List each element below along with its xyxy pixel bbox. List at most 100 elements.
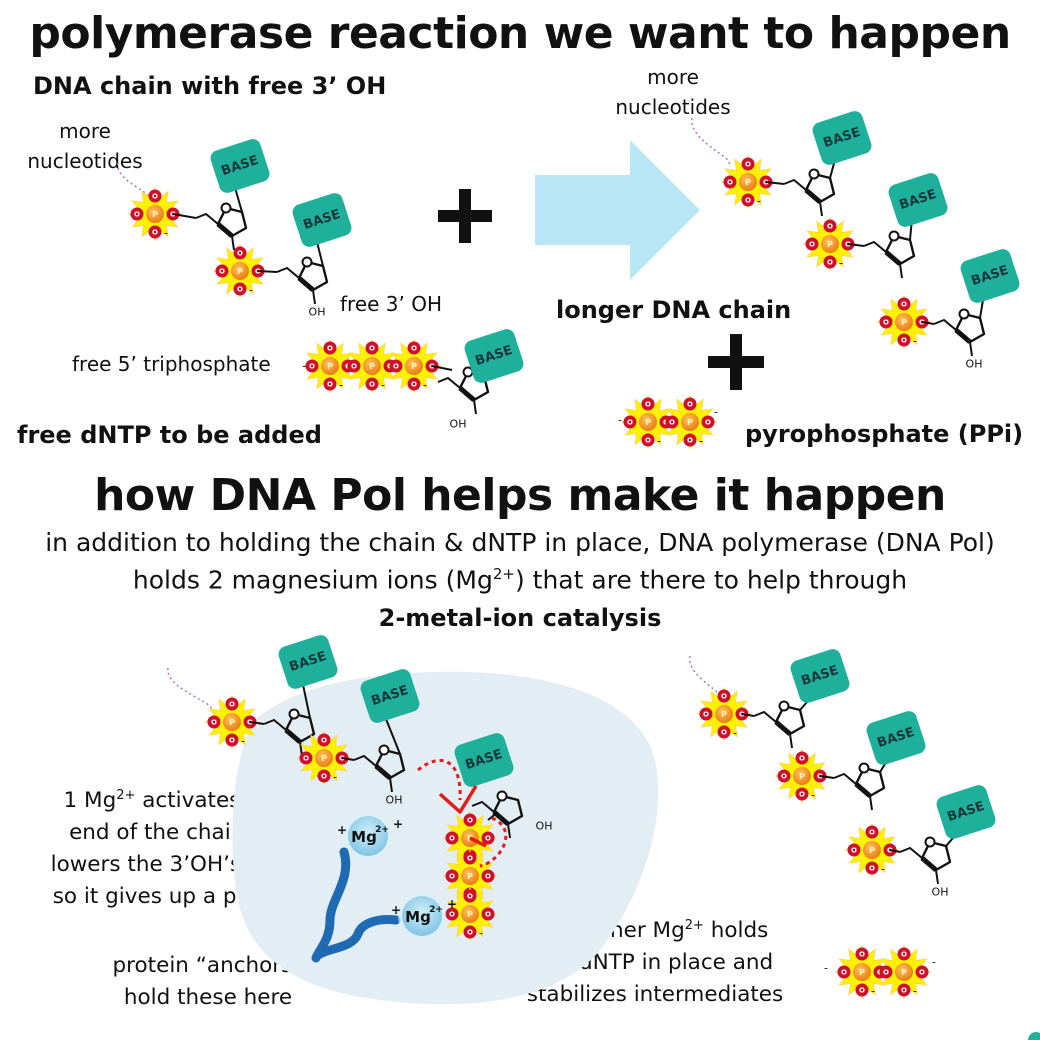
- ring-oxygen: [496, 790, 508, 802]
- oxygen-label: O: [485, 873, 491, 881]
- five-prime-bond: [437, 376, 461, 389]
- oxygen-label: O: [351, 363, 357, 371]
- phosphorus-atom: [321, 357, 339, 375]
- base-block: BASE: [464, 329, 524, 383]
- oxygen-atom: [233, 246, 247, 260]
- molecule-layer: POOOO-BASEPOOOO-BASEOHPOOOO-POOOO-POOOO-…: [117, 111, 1020, 1000]
- oxygen-label: O: [687, 437, 693, 445]
- explanation-line-1: in addition to holding the chain & dNTP …: [45, 528, 995, 557]
- oxygen-atom: [233, 282, 247, 296]
- nucleotides-label: nucleotides: [27, 149, 143, 173]
- five-prime-bond: [195, 212, 219, 225]
- phosphorus-label: P: [321, 754, 327, 763]
- base-block: BASE: [790, 649, 850, 703]
- oxygen-atom: [207, 715, 221, 729]
- phosphodiester-bond: [741, 713, 755, 717]
- oxygen-atom: [897, 297, 911, 311]
- negative-charge: -: [881, 863, 885, 876]
- deoxyribose-sugar: [276, 256, 329, 305]
- negative-charge: -: [839, 257, 843, 270]
- explanation-line-2: holds 2 magnesium ions (Mg2+) that are t…: [0, 565, 1040, 594]
- five-prime-bond: [833, 772, 857, 785]
- oxygen-atom: [823, 219, 837, 233]
- base-rect: [210, 139, 270, 193]
- deoxyribose-sugar: [195, 202, 248, 251]
- oxygen-atom: [407, 377, 421, 391]
- protein-anchor-2: [315, 915, 401, 959]
- oxygen-label: O: [152, 193, 158, 201]
- five-prime-bond: [899, 846, 923, 859]
- base-block: BASE: [812, 111, 872, 165]
- oxygen-label: O: [411, 381, 417, 389]
- oxygen-atom: [683, 397, 697, 411]
- deoxyribose-sugar: [263, 708, 316, 757]
- oxygen-atom: [130, 207, 144, 221]
- three-prime-bond: [507, 823, 511, 839]
- base-rect: [812, 111, 872, 165]
- phosphodiester-bond: [921, 321, 935, 325]
- oxygen-atom: [777, 769, 791, 783]
- oxygen-atom: [865, 825, 879, 839]
- oxygen-atom: [795, 787, 809, 801]
- five-prime-bond: [933, 318, 957, 331]
- deoxyribose-sugar: [783, 168, 836, 217]
- page-title: polymerase reaction we want to happen: [29, 8, 1011, 59]
- hydroxyl-label: OH: [536, 820, 553, 833]
- bond-break-mark: [469, 836, 487, 848]
- more-nucleotides-left-label: more nucleotides: [20, 116, 150, 176]
- oxygen-label: O: [321, 773, 327, 781]
- anchors-note: protein “anchors” hold these here: [78, 950, 338, 1014]
- oxygen-atom: [463, 851, 477, 865]
- oxygen-atom: [915, 965, 929, 979]
- mg-charge-sup: 2+: [492, 565, 515, 583]
- oxygen-label: O: [321, 737, 327, 745]
- base-rect: [936, 785, 996, 839]
- oxygen-label: O: [229, 737, 235, 745]
- deoxyribose-sugar: [933, 308, 986, 357]
- oxygen-label: O: [901, 951, 907, 959]
- ring-oxygen: [924, 836, 936, 848]
- negative-charge: -: [824, 962, 828, 975]
- oxygen-label: O: [869, 865, 875, 873]
- deoxyribose-sugar: [899, 836, 952, 885]
- oxygen-label: O: [727, 179, 733, 187]
- mg-ion-2: Mg2+++: [391, 892, 457, 940]
- oxygen-label: O: [809, 241, 815, 249]
- negative-charge: -: [302, 360, 306, 373]
- sugar-front-bond: [374, 764, 392, 780]
- base-rect: [292, 193, 352, 247]
- more-nucleotides-right-label: more nucleotides: [608, 62, 738, 122]
- ring-oxygen: [220, 202, 232, 214]
- three-prime-bond: [312, 289, 316, 305]
- oxygen-label: O: [859, 987, 865, 995]
- deoxyribose-sugar: [753, 700, 806, 749]
- oxygen-atom: [665, 415, 679, 429]
- ring-oxygen: [301, 256, 313, 268]
- three-prime-bond: [869, 795, 873, 811]
- oxygen-label: O: [687, 401, 693, 409]
- oxygen-atom: [717, 689, 731, 703]
- deoxyribose-sugar: [471, 790, 524, 839]
- oxygen-atom: [717, 725, 731, 739]
- phosphorus-atom: [821, 235, 839, 253]
- oxygen-atom: [407, 341, 421, 355]
- phosphorus-label: P: [152, 210, 158, 219]
- more-label: more: [59, 119, 111, 143]
- phosphorus-label: P: [237, 267, 243, 276]
- oxygen-label: O: [883, 319, 889, 327]
- oxygen-atom: [699, 707, 713, 721]
- negative-charge: -: [249, 284, 253, 297]
- oxygen-label: O: [219, 268, 225, 276]
- mg-label: Mg: [405, 908, 431, 926]
- sugar-front-bond: [854, 782, 872, 798]
- sugar-front-bond: [458, 386, 476, 402]
- negative-charge: -: [164, 227, 168, 240]
- base-rect: [866, 711, 926, 765]
- oxygen-atom: [215, 264, 229, 278]
- oxygen-label: O: [841, 969, 847, 977]
